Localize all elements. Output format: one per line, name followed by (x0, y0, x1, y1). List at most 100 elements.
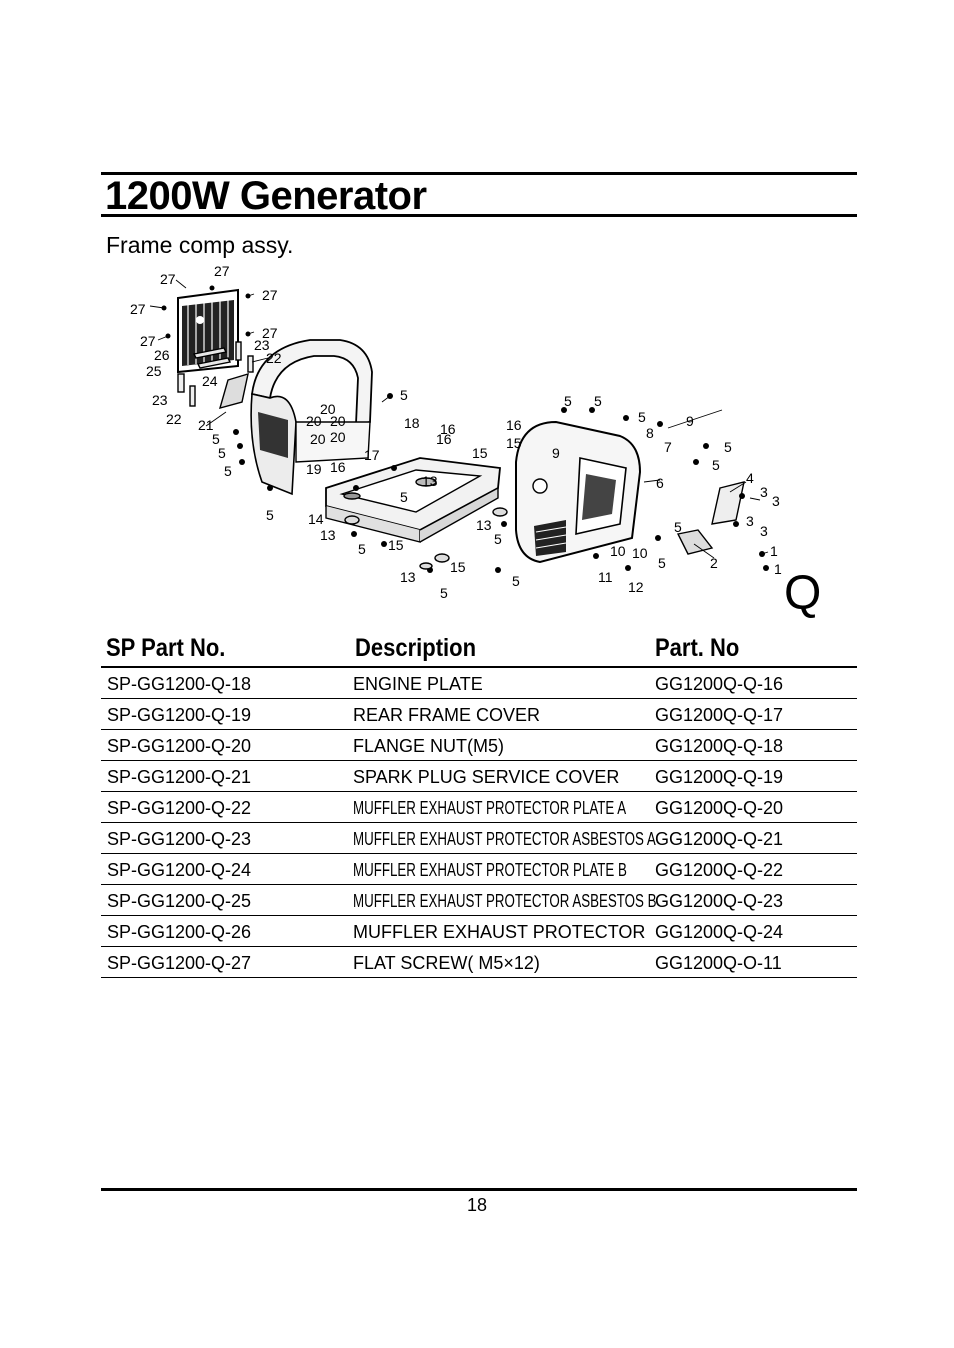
svg-text:22: 22 (166, 411, 182, 427)
svg-text:20: 20 (330, 429, 346, 445)
column-header-description: Description (355, 634, 477, 662)
header-rule (101, 666, 857, 668)
part-number: GG1200Q-Q-19 (655, 767, 784, 787)
rubber-feet (344, 507, 508, 570)
svg-text:3: 3 (760, 523, 768, 539)
footer-rule (101, 1188, 857, 1191)
part-description: FLAT SCREW( M5×12) (353, 953, 540, 973)
sp-part-number: SP-GG1200-Q-19 (107, 705, 252, 725)
svg-text:5: 5 (564, 393, 572, 409)
svg-text:27: 27 (262, 287, 278, 303)
part-number: GG1200Q-O-11 (655, 953, 782, 973)
svg-text:5: 5 (224, 463, 232, 479)
svg-text:6: 6 (656, 475, 664, 491)
sp-part-number: SP-GG1200-Q-18 (107, 674, 252, 694)
part-description: MUFFLER EXHAUST PROTECTOR ASBESTOS B (353, 891, 657, 911)
svg-text:18: 18 (404, 415, 420, 431)
svg-text:2: 2 (710, 555, 718, 571)
parts-table: SP-GG1200-Q-18 ENGINE PLATE GG1200Q-Q-16… (101, 668, 857, 978)
sp-part-number: SP-GG1200-Q-22 (107, 798, 252, 818)
svg-text:25: 25 (146, 363, 162, 379)
svg-text:27: 27 (214, 263, 230, 279)
table-row: SP-GG1200-Q-20 FLANGE NUT(M5) GG1200Q-Q-… (101, 730, 857, 761)
sp-part-number: SP-GG1200-Q-23 (107, 829, 252, 849)
page-number: 18 (466, 1195, 488, 1215)
sp-part-number: SP-GG1200-Q-26 (107, 922, 252, 942)
svg-text:26: 26 (154, 347, 170, 363)
svg-text:21: 21 (198, 417, 214, 433)
svg-text:5: 5 (724, 439, 732, 455)
part-number: GG1200Q-Q-24 (655, 922, 784, 942)
svg-text:3: 3 (760, 484, 768, 500)
table-row: SP-GG1200-Q-18 ENGINE PLATE GG1200Q-Q-16 (101, 668, 857, 699)
svg-text:1: 1 (770, 543, 778, 559)
svg-text:15: 15 (472, 445, 488, 461)
svg-text:7: 7 (664, 439, 672, 455)
svg-text:13: 13 (476, 517, 492, 533)
part-description: ENGINE PLATE (353, 674, 483, 694)
svg-text:10: 10 (610, 543, 626, 559)
svg-text:5: 5 (400, 387, 408, 403)
svg-text:5: 5 (358, 541, 366, 557)
part-number: GG1200Q-Q-21 (655, 829, 784, 849)
svg-text:3: 3 (772, 493, 780, 509)
table-row: SP-GG1200-Q-27 FLAT SCREW( M5×12) GG1200… (101, 947, 857, 978)
svg-text:5: 5 (674, 519, 682, 535)
part-description: REAR FRAME COVER (353, 705, 541, 725)
page-title: 1200W Generator (105, 174, 427, 218)
svg-text:20: 20 (320, 401, 336, 417)
part-number: GG1200Q-Q-23 (655, 891, 784, 911)
svg-text:20: 20 (306, 413, 322, 429)
rear-frame (250, 339, 373, 496)
svg-text:5: 5 (712, 457, 720, 473)
svg-text:14: 14 (308, 511, 324, 527)
svg-text:15: 15 (506, 435, 522, 451)
svg-text:5: 5 (266, 507, 274, 523)
svg-text:16: 16 (506, 417, 522, 433)
svg-text:15: 15 (388, 537, 404, 553)
svg-text:5: 5 (212, 431, 220, 447)
section-subtitle: Frame comp assy. (106, 232, 294, 258)
table-row: SP-GG1200-Q-19 REAR FRAME COVER GG1200Q-… (101, 699, 857, 730)
part-number: GG1200Q-Q-16 (655, 674, 784, 694)
table-row: SP-GG1200-Q-23 MUFFLER EXHAUST PROTECTOR… (101, 823, 857, 854)
table-row: SP-GG1200-Q-26 MUFFLER EXHAUST PROTECTOR… (101, 916, 857, 947)
view-letter: Q (784, 567, 822, 620)
svg-text:20: 20 (310, 431, 326, 447)
svg-text:9: 9 (552, 445, 560, 461)
svg-text:5: 5 (494, 531, 502, 547)
table-row: SP-GG1200-Q-24 MUFFLER EXHAUST PROTECTOR… (101, 854, 857, 885)
svg-text:13: 13 (400, 569, 416, 585)
sp-part-number: SP-GG1200-Q-25 (107, 891, 252, 911)
svg-text:23: 23 (152, 392, 168, 408)
svg-text:16: 16 (330, 459, 346, 475)
svg-text:16: 16 (436, 431, 452, 447)
svg-text:5: 5 (638, 409, 646, 425)
part-number: GG1200Q-Q-20 (655, 798, 784, 818)
svg-text:5: 5 (218, 445, 226, 461)
title-underline (101, 214, 857, 217)
svg-text:9: 9 (686, 413, 694, 429)
part-description: MUFFLER EXHAUST PROTECTOR PLATE A (353, 798, 627, 818)
svg-text:19: 19 (306, 461, 322, 477)
part-description: MUFFLER EXHAUST PROTECTOR PLATE B (353, 860, 627, 880)
table-row: SP-GG1200-Q-25 MUFFLER EXHAUST PROTECTOR… (101, 885, 857, 916)
svg-text:5: 5 (658, 555, 666, 571)
front-frame-cover (515, 420, 642, 564)
svg-text:5: 5 (594, 393, 602, 409)
part-description: SPARK PLUG SERVICE COVER (353, 767, 620, 787)
svg-text:8: 8 (646, 425, 654, 441)
table-row: SP-GG1200-Q-22 MUFFLER EXHAUST PROTECTOR… (101, 792, 857, 823)
svg-text:5: 5 (512, 573, 520, 589)
column-header-sp-part-no: SP Part No. (106, 634, 226, 662)
svg-text:16: 16 (440, 421, 456, 437)
part-number: GG1200Q-Q-17 (655, 705, 784, 725)
part-description: MUFFLER EXHAUST PROTECTOR ASBESTOS A (353, 829, 656, 849)
svg-text:27: 27 (140, 333, 156, 349)
svg-text:24: 24 (202, 373, 218, 389)
svg-text:23: 23 (254, 337, 270, 353)
protector-plates (177, 341, 254, 410)
svg-text:27: 27 (130, 301, 146, 317)
part-description: FLANGE NUT(M5) (353, 736, 505, 756)
